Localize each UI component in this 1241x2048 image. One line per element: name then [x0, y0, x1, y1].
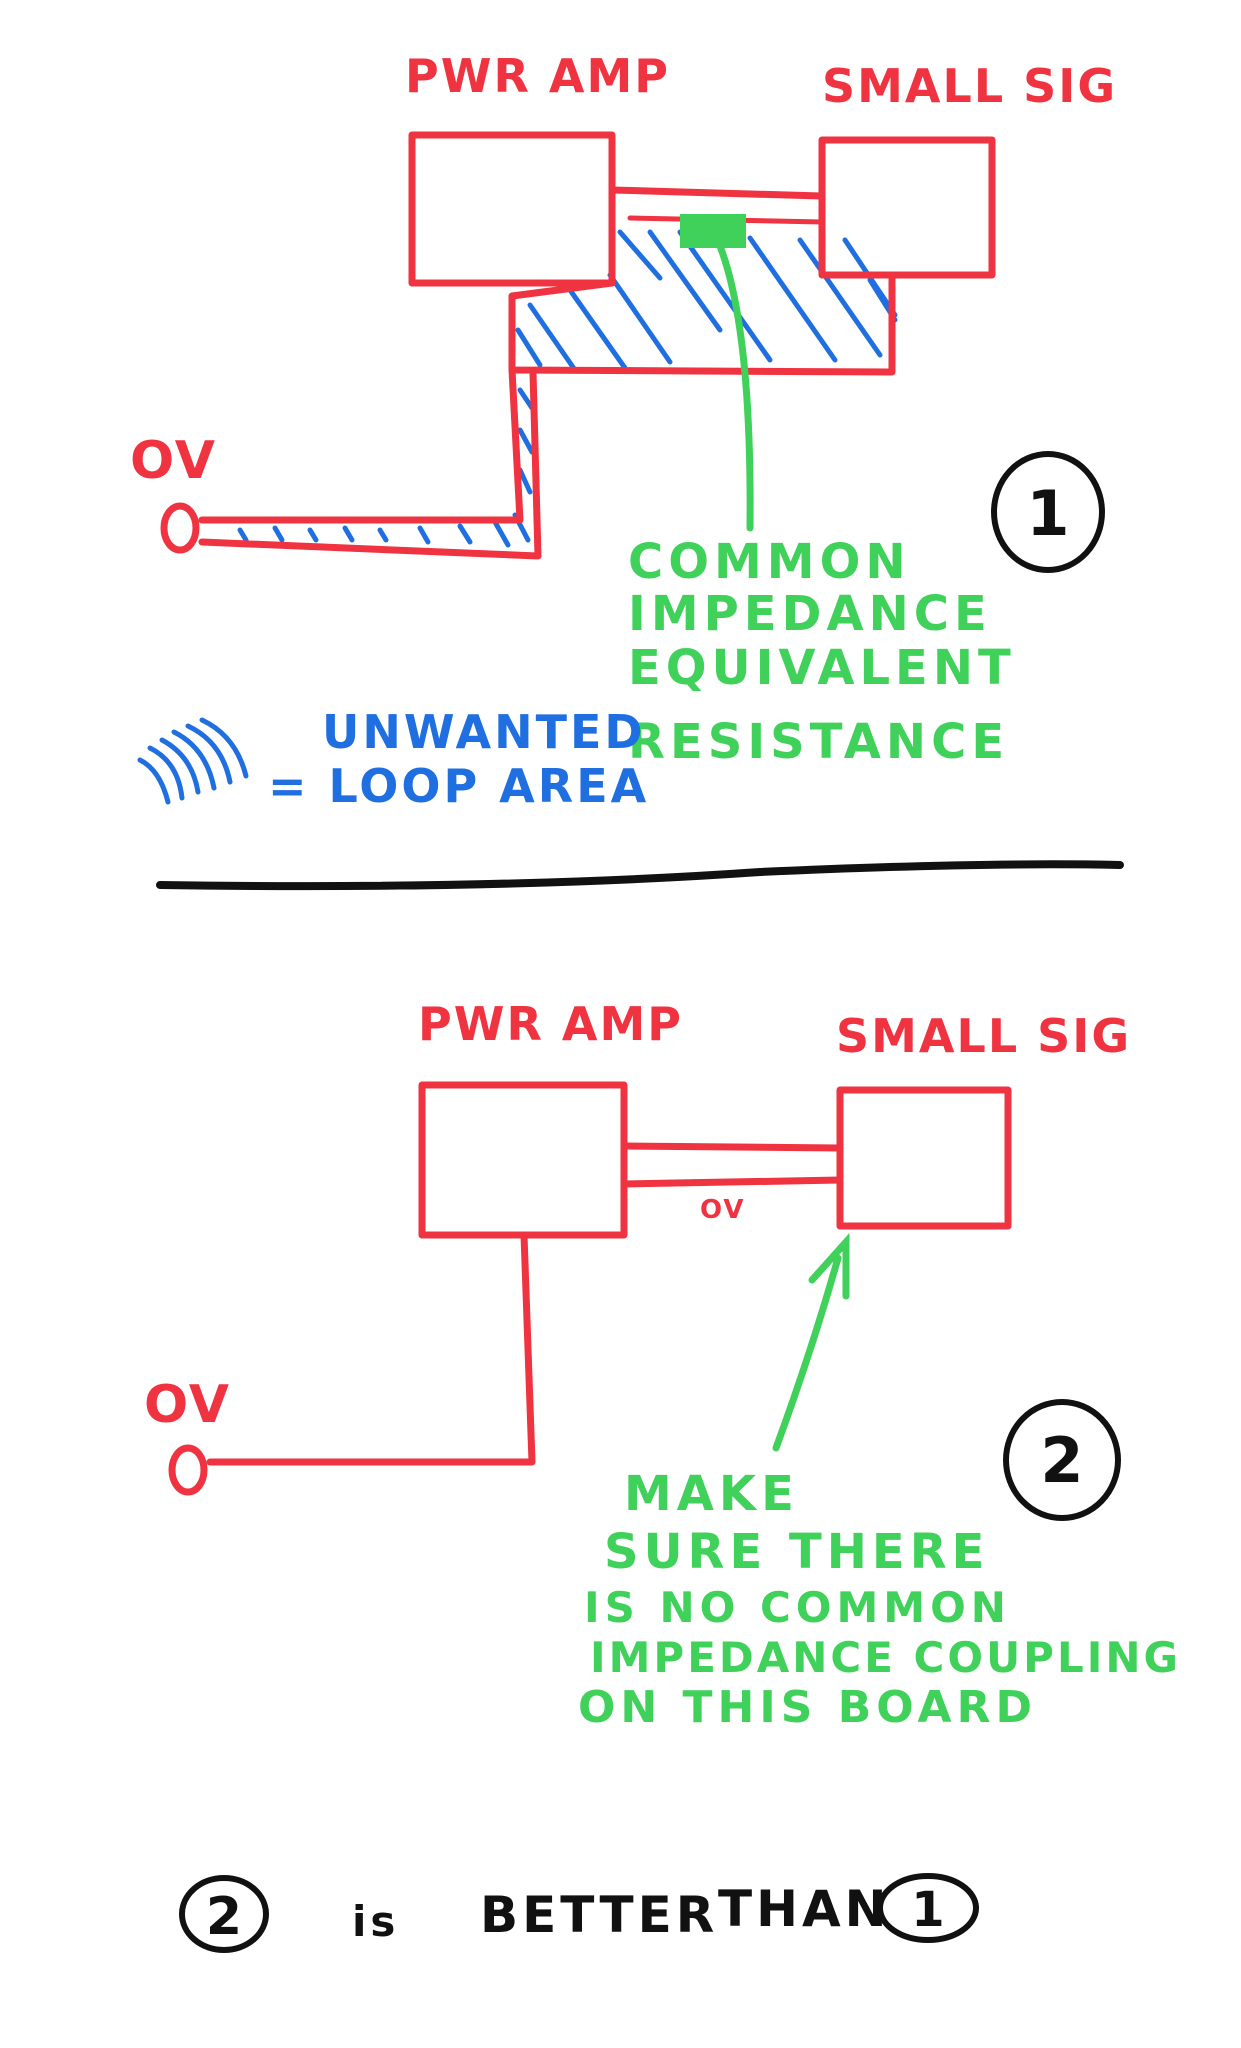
ov-label-2: OV — [144, 1375, 231, 1435]
conclusion: 2 is BETTER THAN 1 — [179, 1873, 979, 1953]
arrow-shaft — [772, 1254, 842, 1452]
pwr-amp-label-1: PWR AMP — [405, 49, 670, 103]
common-impedance-line-4: RESISTANCE — [628, 714, 1009, 770]
note-line-5: ON THIS BOARD — [578, 1682, 1037, 1733]
pwr-amp-label-2: PWR AMP — [418, 997, 683, 1051]
conclusion-better: BETTER — [480, 1886, 718, 1944]
conclusion-circle-left — [179, 1875, 269, 1953]
ground-trace-2 — [620, 1176, 844, 1188]
note-line-4: IMPEDANCE COUPLING — [590, 1633, 1181, 1682]
small-sig-label-1: SMALL SIG — [822, 59, 1117, 113]
small-sig-box-2 — [836, 1086, 1012, 1230]
common-impedance-line-2: IMPEDANCE — [628, 586, 992, 642]
legend-hatch-swatch — [137, 717, 249, 805]
conclusion-number-left: 2 — [206, 1887, 242, 1947]
legend-line-2: = LOOP AREA — [268, 759, 649, 813]
small-sig-label-2: SMALL SIG — [836, 1009, 1131, 1063]
legend: UNWANTED = LOOP AREA — [137, 705, 649, 813]
diagram-2: PWR AMP SMALL SIG OV OV MAKE SURE THERE … — [144, 997, 1181, 1733]
ov-label-1: OV — [130, 431, 217, 491]
ov-terminal-1 — [160, 502, 200, 554]
common-impedance-line-3: EQUIVALENT — [628, 640, 1016, 696]
conclusion-circle-right — [877, 1873, 979, 1943]
diagram-number-2: 2 — [1040, 1424, 1083, 1497]
common-impedance-line-1: COMMON — [628, 534, 911, 590]
conclusion-number-right: 1 — [911, 1882, 944, 1938]
small-sig-box-1 — [818, 136, 996, 279]
common-impedance-marker — [680, 214, 746, 248]
note-line-3: IS NO COMMON — [584, 1583, 1011, 1632]
signal-trace-2 — [620, 1142, 844, 1152]
loop-area-hatch — [237, 229, 898, 548]
common-impedance-lead — [716, 242, 754, 532]
section-divider — [156, 860, 1124, 891]
conclusion-is: is — [352, 1897, 399, 1946]
diagram-number-1: 1 — [1026, 477, 1069, 550]
circled-number-2 — [1003, 1399, 1121, 1521]
pwr-amp-box-2 — [418, 1081, 628, 1239]
note-line-1: MAKE — [624, 1466, 799, 1522]
trace-ov-label-2: OV — [700, 1195, 746, 1225]
ground-riser-outer-1 — [198, 368, 542, 560]
conclusion-than: THAN — [718, 1880, 891, 1938]
ground-return-2 — [206, 1231, 536, 1466]
arrow-head-icon — [808, 1232, 850, 1300]
note-line-2: SURE THERE — [604, 1524, 989, 1580]
ov-terminal-2 — [168, 1444, 208, 1496]
signal-trace-1 — [608, 186, 826, 200]
diagram-1: PWR AMP SMALL SIG — [130, 49, 1117, 770]
ground-riser-1 — [198, 366, 524, 524]
circled-number-1 — [991, 451, 1105, 573]
legend-line-1: UNWANTED — [322, 705, 646, 759]
pwr-amp-box-1 — [408, 131, 616, 287]
